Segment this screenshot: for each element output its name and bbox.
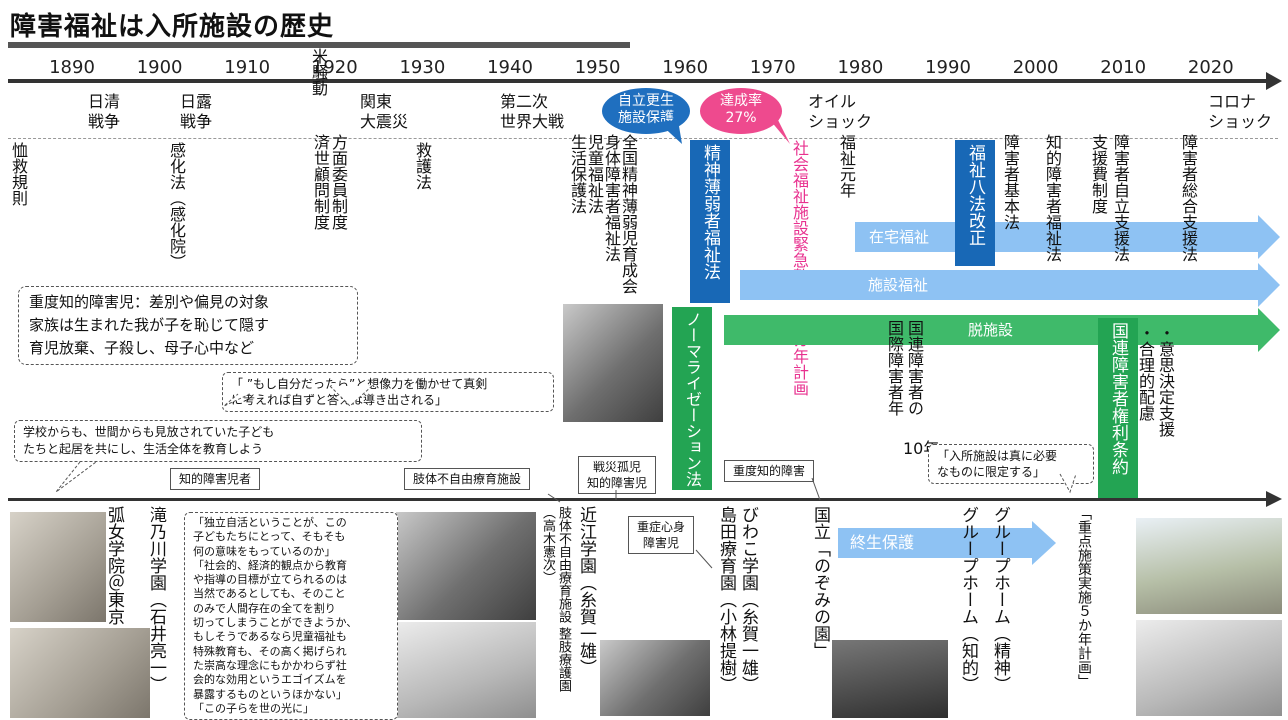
photo-nozomi-aerial xyxy=(832,640,948,718)
photo-classroom xyxy=(10,628,150,718)
law-jido: 児童福祉法 xyxy=(585,134,604,214)
arrow-home-welfare: 在宅福祉 xyxy=(855,222,1260,252)
photo-ishii-portrait xyxy=(10,512,106,622)
law-shienhi: 支援費制度 xyxy=(1089,134,1108,214)
lower-timeline-arrow-head xyxy=(1266,491,1282,507)
year-label-1890: 1890 xyxy=(49,57,95,78)
facility-omi: 近江学園（糸賀一雄） xyxy=(576,506,596,676)
lower-timeline-axis xyxy=(8,498,1270,501)
text-reasonable-accommodation: ・合理的配慮 xyxy=(1136,325,1155,421)
year-label-1940: 1940 xyxy=(487,57,533,78)
arrow-facility-welfare: 施設福祉 xyxy=(740,270,1260,300)
event-oil-shock: オイル ショック xyxy=(808,92,873,131)
year-label-1970: 1970 xyxy=(749,57,796,78)
event-rice-riot: 米騒動 xyxy=(309,48,328,96)
plan-priority-5yr: 「重点施策実施５か年計画」 xyxy=(1076,506,1092,688)
event-nisshin-war: 日清 戦争 xyxy=(88,92,121,131)
year-label-2010: 2010 xyxy=(1100,57,1147,78)
bar-normalization-law: ノーマライゼーション法 xyxy=(672,307,712,490)
facility-nozomi: 国立「のぞみの園」 xyxy=(810,506,830,659)
year-label-1950: 1950 xyxy=(574,57,621,78)
facility-takinogawa: 滝乃川学園（石井亮一） xyxy=(146,506,166,693)
photo-biwako-campus xyxy=(600,640,710,716)
timeline-axis xyxy=(8,79,1270,83)
timeline-arrow-head xyxy=(1266,72,1282,90)
law-shintai: 身体障害者福祉法 xyxy=(602,134,621,262)
law-jukkyu: 恤救規則 xyxy=(9,142,28,206)
law-zenkoku: 全国精神薄弱児育成会 xyxy=(619,134,638,294)
facility-seishi: 肢体不自由療育施設 整肢療護園 xyxy=(556,506,571,693)
law-kihon: 障害者基本法 xyxy=(1001,134,1020,230)
law-kanka: 感化法（感化院） xyxy=(167,142,186,270)
law-seikatsu: 生活保護法 xyxy=(568,134,587,214)
note-severe-disability: 重度知的障害児：差別や偏見の対象 家族は生まれた我が子を恥じて隠す 育児放棄、子… xyxy=(18,286,358,365)
arrow-deinstitutionalization-head xyxy=(1258,308,1280,352)
law-kokusai-year: 国際障害者年 xyxy=(885,320,904,416)
year-label-1930: 1930 xyxy=(399,57,446,78)
note-school-abandoned: 学校からも、世間からも見放されていた子ども たちと起居を共にし、生活全体を教育し… xyxy=(14,420,422,462)
year-label-1920: 1920 xyxy=(311,57,358,78)
text-decision-support: ・意思決定支援 xyxy=(1156,325,1175,437)
law-un-decade: 国連障害者の xyxy=(905,320,924,416)
event-world-war-2: 第二次 世界大戦 xyxy=(500,92,565,131)
facility-gh-intellectual: グループホーム（知的） xyxy=(958,506,978,693)
arrow-lifelong-protection-head xyxy=(1032,521,1056,565)
label-physical-facility: 肢体不自由療育施設 xyxy=(404,468,531,490)
era-divider xyxy=(8,138,1278,139)
page-title: 障害福祉は入所施設の歴史 xyxy=(10,12,335,42)
law-chiteki-fukushi: 知的障害者福祉法 xyxy=(1043,134,1062,262)
photo-takagi-desk xyxy=(396,512,536,620)
year-label-1910: 1910 xyxy=(224,57,271,78)
event-nichiro-war: 日露 戦争 xyxy=(180,92,213,131)
bar-un-rights-convention: 国連障害者権利条約 xyxy=(1098,318,1138,500)
event-kanto-earthquake: 関東 大震災 xyxy=(360,92,409,131)
law-saisei: 済世顧問制度 xyxy=(311,134,330,230)
year-label-1980: 1980 xyxy=(837,57,884,78)
law-sogo-shien: 障害者総合支援法 xyxy=(1179,134,1198,262)
year-label-1960: 1960 xyxy=(662,57,709,78)
facility-shimada: 島田療育園（小林提樹） xyxy=(716,506,736,693)
facility-biwako: びわこ学園（糸賀一雄） xyxy=(738,506,758,693)
label-intellectual: 知的障害児者 xyxy=(170,468,261,490)
photo-group-home-2 xyxy=(1136,620,1282,716)
bubble-achievement-rate: 達成率 27% xyxy=(700,88,782,134)
arrow-facility-welfare-head xyxy=(1258,263,1280,307)
year-label-2020: 2020 xyxy=(1187,57,1234,78)
arrow-deinstitutionalization: 脱施設 xyxy=(724,315,1260,345)
photo-old-building xyxy=(396,622,536,718)
facility-takagi: （高木憲次） xyxy=(540,506,555,584)
year-label-2000: 2000 xyxy=(1012,57,1059,78)
title-underline xyxy=(8,42,630,48)
law-kyugo: 救護法 xyxy=(413,142,432,190)
arrow-home-welfare-head xyxy=(1258,215,1280,259)
bar-eight-laws: 福祉八法改正 xyxy=(955,140,995,266)
note-itokazu-quote: 「独立自活ということが、この 子どもたちにとって、そもそも 何の意味をもっている… xyxy=(184,512,398,720)
label-severe-intellectual: 重度知的障害 xyxy=(724,460,815,482)
event-corona-shock: コロナ ショック xyxy=(1208,92,1273,131)
arrow-lifelong-protection: 終生保護 xyxy=(838,528,1034,558)
year-label-1990: 1990 xyxy=(925,57,971,78)
facility-gh-mental: グループホーム（精神） xyxy=(990,506,1010,693)
label-severe-multiple: 重症心身 障害児 xyxy=(628,516,695,554)
portrait-photo xyxy=(563,304,663,422)
note-imagination: 「 ”もし自分だったら”と想像力を働かせて真剣 に考えれば自ずと答えは導き出され… xyxy=(222,372,554,412)
law-jiritsu-shien: 障害者自立支援法 xyxy=(1111,134,1130,262)
bar-seishin-law: 精神薄弱者福祉法 xyxy=(690,140,730,303)
photo-group-home-1 xyxy=(1136,518,1282,614)
facility-konyo: 弧女学院＠東京 xyxy=(104,506,124,625)
law-homen: 方面委員制度 xyxy=(329,134,348,230)
label-war-orphans: 戦災孤児 知的障害児 xyxy=(578,456,657,494)
law-fukushi-gannen: 福祉元年 xyxy=(837,134,856,198)
year-label-1900: 1900 xyxy=(136,57,183,78)
